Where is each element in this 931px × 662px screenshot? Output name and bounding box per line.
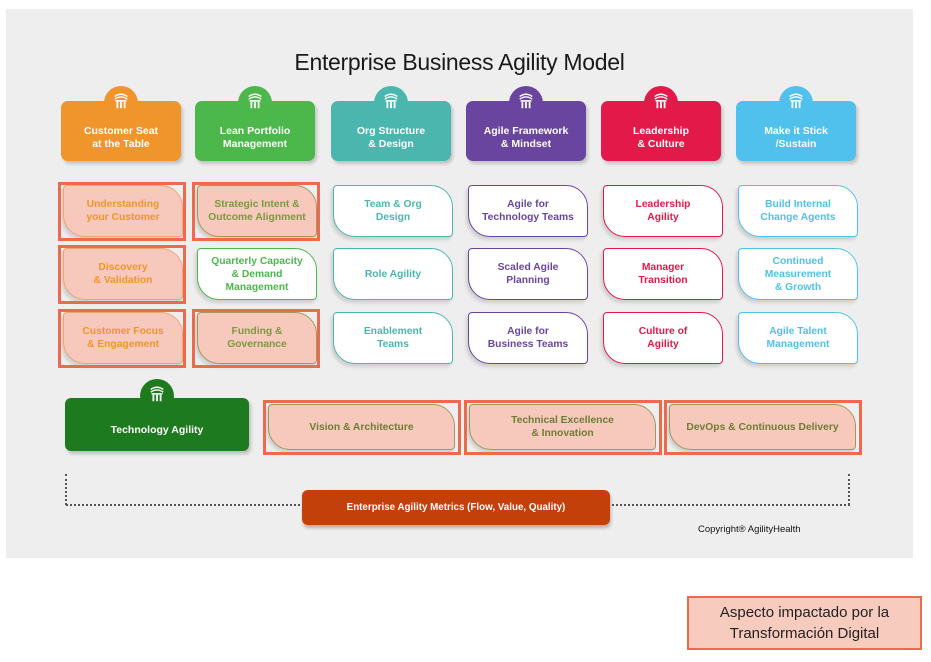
metrics-connector-right (612, 504, 850, 506)
column-header-label: Make it Stick/Sustain (764, 125, 828, 150)
metrics-bracket-left (65, 474, 67, 505)
pillar-icon (654, 93, 668, 108)
capability-cell-discovery-validation: Discovery& Validation (63, 248, 183, 300)
pillar-icon (114, 93, 128, 108)
diagram-title: Enterprise Business Agility Model (294, 49, 625, 75)
capability-label: Role Agility (364, 268, 422, 280)
capability-label: DevOps & Continuous Delivery (686, 421, 839, 433)
header-tab (238, 86, 272, 120)
header-tab (140, 379, 174, 413)
capability-label: Discovery& Validation (93, 262, 153, 286)
capability-cell-role-agility: Role Agility (333, 248, 453, 300)
metrics-bracket-right (848, 474, 850, 505)
pillar-icon (519, 93, 533, 108)
capability-label: Vision & Architecture (309, 421, 414, 433)
column-header-leadership-culture: Leadership& Culture (601, 86, 721, 161)
capability-cell-strategic-intent-outcome-alignment: Strategic Intent &Outcome Alignment (197, 185, 317, 237)
column-header-agile-framework-mindset: Agile Framework& Mindset (466, 86, 586, 161)
technology-agility-label: Technology Agility (110, 423, 204, 436)
metrics-connector-left (66, 504, 300, 506)
header-tab (374, 86, 408, 120)
header-tab (509, 86, 543, 120)
technology-cell-devops-continuous-delivery: DevOps & Continuous Delivery (669, 404, 856, 450)
header-tab (779, 86, 813, 120)
pillar-icon (150, 386, 164, 401)
metrics-label: Enterprise Agility Metrics (Flow, Value,… (346, 502, 566, 513)
capability-label: Funding &Governance (227, 326, 287, 350)
capability-cell-funding-governance: Funding &Governance (197, 312, 317, 364)
pillar-icon (789, 93, 803, 108)
technology-cell-technical-excellence-innovation: Technical Excellence& Innovation (469, 404, 656, 450)
copyright-text: Copyright® AgilityHealth (698, 524, 801, 535)
capability-label: Customer Focus& Engagement (82, 326, 164, 350)
pillar-icon (248, 93, 262, 108)
column-header-label: Leadership& Culture (632, 125, 690, 150)
capability-label: Technical Excellence& Innovation (511, 415, 614, 439)
enterprise-agility-metrics-bar: Enterprise Agility Metrics (Flow, Value,… (302, 490, 610, 525)
technology-agility-header: Technology Agility (65, 379, 249, 451)
capability-cell-customer-focus-engagement: Customer Focus& Engagement (63, 312, 183, 364)
capability-label: Strategic Intent &Outcome Alignment (208, 199, 306, 223)
column-header-label: Org Structure& Design (356, 125, 426, 150)
column-header-org-structure-design: Org Structure& Design (331, 86, 451, 161)
column-header-label: Agile Framework& Mindset (483, 125, 569, 150)
column-header-make-it-stick-sustain: Make it Stick/Sustain (736, 86, 856, 161)
header-tab (104, 86, 138, 120)
technology-cell-vision-architecture: Vision & Architecture (268, 404, 455, 450)
header-tab (644, 86, 678, 120)
pillar-icon (384, 93, 398, 108)
